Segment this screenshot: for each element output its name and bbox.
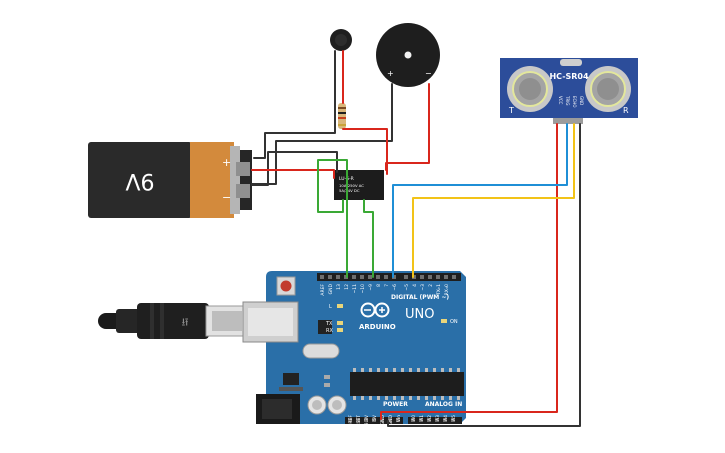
- top-pin-label-14: TX▹1: [436, 284, 442, 296]
- arduino-l-label: L: [329, 304, 332, 310]
- wire-relay-green-1: [317, 159, 348, 278]
- arduino-board: [242, 271, 466, 424]
- wire-resistor-red: [342, 128, 388, 175]
- wire-battery-plus: [251, 169, 335, 179]
- wire-sensor-trig: [392, 123, 568, 278]
- sensor-model: HC-SR04: [549, 72, 589, 81]
- power-pin-label-6: Vin: [396, 415, 402, 422]
- piezo-buzzer: [376, 23, 440, 87]
- top-pin-label-8: 7: [384, 284, 390, 287]
- sensor-pin-label-0: VCC: [558, 96, 563, 105]
- top-pin-label-3: 12: [344, 284, 350, 290]
- analog-pin-label-5: A5: [451, 415, 457, 421]
- battery: [88, 142, 252, 218]
- arduino-power-label: POWER: [383, 401, 408, 408]
- wire-relay-black: [251, 151, 338, 186]
- power-pin-label-1: RESET: [356, 415, 362, 430]
- top-pin-label-0: AREF: [320, 284, 326, 296]
- arduino-digital-label: DIGITAL (PWM ~): [391, 294, 449, 301]
- top-pin-label-11: 4: [412, 284, 418, 287]
- relay-line2: 10A/250V AC: [339, 183, 364, 188]
- arduino-tx-label: TX: [325, 321, 333, 327]
- wire-sensor-gnd: [387, 123, 581, 427]
- top-pin-label-6: ~9: [368, 284, 374, 291]
- wire-sensor-vcc: [380, 123, 558, 420]
- relay-line3: 5A/24V DC: [339, 188, 360, 193]
- sensor-left-mark: T: [508, 106, 514, 115]
- top-pin-label-5: ~10: [360, 284, 366, 294]
- vibration-motor: [330, 29, 352, 51]
- arduino-model: UNO: [405, 307, 434, 322]
- battery-label: 9V: [125, 168, 154, 193]
- arduino-brand: ARDUINO: [359, 323, 396, 331]
- arduino-on-label: ON: [450, 319, 458, 325]
- analog-pin-label-4: A4: [443, 415, 449, 421]
- battery-minus: −: [222, 191, 231, 204]
- top-pin-label-15: RX◃0: [444, 284, 450, 295]
- wire-sensor-echo: [412, 123, 575, 278]
- sensor-pin-label-1: TRIG: [565, 95, 570, 106]
- usb-cable: ⭿: [98, 303, 247, 339]
- resistor: [338, 103, 346, 129]
- top-pin-label-4: ~11: [352, 284, 358, 294]
- top-pin-label-7: 8: [376, 284, 382, 287]
- power-pin-label-4: GND: [380, 414, 386, 425]
- analog-pin-label-1: A1: [419, 415, 425, 421]
- power-pin-label-5: GND: [388, 414, 394, 425]
- top-pin-label-13: 2: [428, 284, 434, 287]
- wire-relay-green-2: [363, 199, 374, 278]
- arduino-analog-label: ANALOG IN: [425, 401, 462, 408]
- analog-pin-label-3: A3: [435, 415, 441, 421]
- battery-plus: +: [222, 156, 231, 169]
- buzzer-minus: −: [425, 69, 432, 78]
- ultrasonic-sensor: [500, 58, 638, 124]
- analog-pin-label-2: A2: [427, 415, 433, 421]
- top-pin-label-12: ~3: [420, 284, 426, 291]
- svg-text:⭿: ⭿: [181, 316, 188, 329]
- power-pin-label-2: 3.3V: [364, 414, 370, 425]
- top-pin-label-9: ~6: [392, 284, 398, 291]
- top-pin-label-1: GND: [328, 283, 334, 294]
- analog-pin-label-0: A0: [411, 415, 417, 421]
- top-pin-label-2: 13: [336, 284, 342, 290]
- wire-motor-black: [253, 50, 336, 159]
- relay: [334, 170, 384, 200]
- arduino-rx-label: RX: [326, 328, 333, 334]
- wire-buzzer-minus: [385, 83, 430, 171]
- power-pin-label-0: IOREF: [348, 415, 354, 429]
- sensor-pin-label-3: GND: [579, 96, 584, 105]
- buzzer-plus: +: [387, 69, 394, 78]
- sensor-right-mark: R: [623, 106, 629, 115]
- top-pin-label-10: ~5: [404, 284, 410, 291]
- sensor-pin-label-2: ECHO: [572, 96, 577, 107]
- arduino-logo-icon: [360, 302, 390, 318]
- power-pin-label-3: 5V: [372, 414, 378, 421]
